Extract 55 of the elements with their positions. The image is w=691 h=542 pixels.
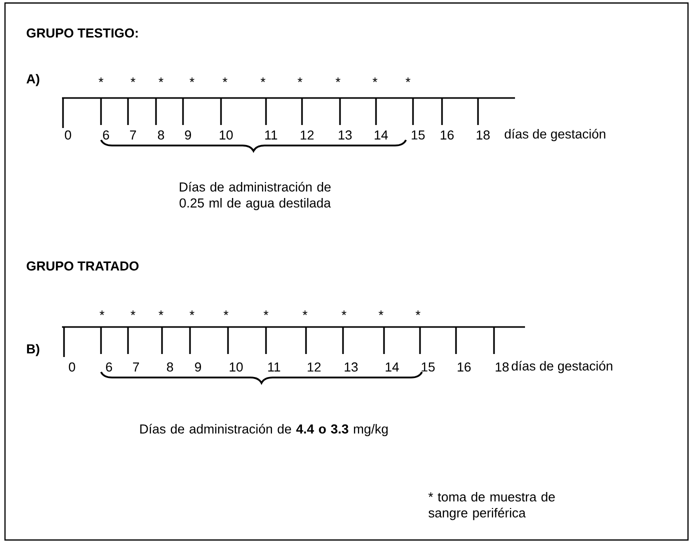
asterisk: * <box>130 310 136 316</box>
tick-label: 18 <box>496 362 509 372</box>
tick-label: 14 <box>374 130 388 140</box>
panel-letter: A) <box>26 74 40 86</box>
tick-label: 9 <box>185 130 191 140</box>
axis-label: días de gestación <box>504 128 606 142</box>
asterisk: * <box>406 78 410 82</box>
heading: GRUPO TESTIGO: <box>26 28 138 38</box>
asterisk: * <box>302 310 308 316</box>
tick-label: 13 <box>338 130 352 140</box>
tick-label: 6 <box>103 130 110 140</box>
tick-label: 11 <box>265 130 278 140</box>
heading: GRUPO TRATADO <box>26 261 139 271</box>
panel-letter: B) <box>27 344 40 356</box>
asterisk: * <box>222 78 228 82</box>
tick-label: 18 <box>476 130 490 140</box>
tick-label: 15 <box>412 130 425 140</box>
asterisk: * <box>98 78 104 82</box>
tick-label: 11 <box>268 362 280 372</box>
asterisk: * <box>342 310 346 316</box>
tick-label: 15 <box>422 362 435 372</box>
asterisk: * <box>260 78 266 82</box>
tick-label: 13 <box>344 362 358 372</box>
tick-label: 8 <box>166 362 174 372</box>
asterisk: * <box>264 310 268 316</box>
asterisk: * <box>224 310 228 316</box>
footnote: * toma de muestra de sangre periférica <box>428 492 555 520</box>
tick-label: 0 <box>68 362 76 372</box>
tick-label: 12 <box>308 362 321 372</box>
bracket-caption: Días de administración de 4.4 o 3.3 mg/kg <box>140 424 388 436</box>
asterisk: * <box>190 310 194 316</box>
tick-label: 12 <box>300 130 314 140</box>
tick-label: 0 <box>64 130 72 140</box>
tick-label: 9 <box>195 362 201 372</box>
asterisk: * <box>298 78 302 82</box>
tick-label: 8 <box>158 130 164 140</box>
tick-label: 16 <box>440 130 454 140</box>
axis-label: días de gestación <box>512 360 612 374</box>
tick-label: 7 <box>133 362 139 372</box>
tick-label: 10 <box>230 362 243 372</box>
asterisk: * <box>158 78 164 82</box>
asterisk: * <box>190 78 194 82</box>
asterisk: * <box>130 78 136 82</box>
tick-label: 16 <box>458 362 471 372</box>
asterisk: * <box>158 310 164 316</box>
tick-label: 7 <box>130 130 136 140</box>
asterisk: * <box>336 78 340 82</box>
tick-label: 14 <box>386 362 399 372</box>
bracket-caption: Días de administración de 0.25 ml de agua destilada <box>180 182 331 210</box>
asterisk: * <box>372 78 378 82</box>
asterisk: * <box>100 310 104 316</box>
asterisk: * <box>416 310 420 316</box>
tick-label: 10 <box>220 130 233 140</box>
asterisk: * <box>378 310 384 316</box>
tick-label: 6 <box>106 362 112 372</box>
